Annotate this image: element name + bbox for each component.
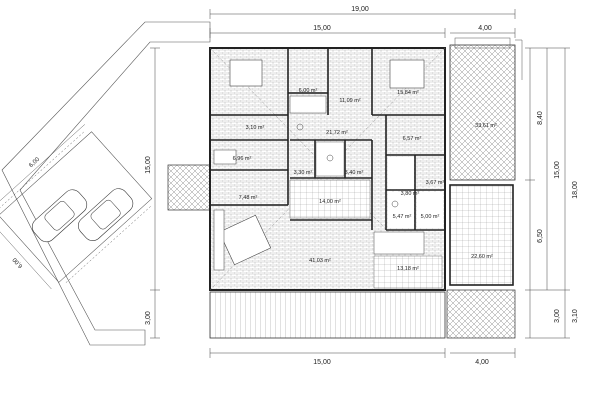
parking-area: 6,00 6,00 bbox=[0, 21, 211, 346]
toilet-icon bbox=[391, 200, 399, 208]
sink-icon bbox=[296, 123, 304, 131]
dim-left-terrace: 3,00 bbox=[145, 311, 152, 325]
dim-right-inner-bottom: 6,50 bbox=[537, 229, 544, 243]
toilet-icon bbox=[326, 154, 334, 162]
terrace bbox=[209, 289, 516, 339]
parking-pad bbox=[0, 131, 153, 283]
dim-top-annex: 4,00 bbox=[478, 25, 492, 32]
dimension-labels: 19,00 15,00 4,00 15,00 4,00 15,00 3,00 8… bbox=[145, 6, 579, 366]
room-area-label: 5,00 m² bbox=[421, 214, 440, 220]
dim-right-mid-total: 15,00 bbox=[554, 161, 561, 179]
dim-right-outer-total: 18,00 bbox=[572, 181, 579, 199]
room-area-label: 15,84 m² bbox=[397, 90, 419, 96]
parking-width-label: 6,00 bbox=[28, 156, 41, 169]
room-area-label: 22,60 m² bbox=[471, 254, 493, 260]
dim-right-terrace-a: 3,00 bbox=[554, 309, 561, 323]
house-block bbox=[209, 47, 446, 291]
dim-top-total: 19,00 bbox=[351, 6, 369, 13]
porch bbox=[167, 164, 211, 211]
annex-carport bbox=[449, 37, 523, 181]
dim-bottom-annex: 4,00 bbox=[475, 359, 489, 366]
room-area-label: 41,03 m² bbox=[309, 258, 331, 264]
annex-room bbox=[449, 184, 514, 286]
kitchen-floor bbox=[373, 255, 443, 289]
room-labels: 15,84 m² 11,09 m² 6,00 m² 3,10 m² 21,72 … bbox=[233, 88, 497, 272]
room-area-label: 21,72 m² bbox=[326, 130, 348, 136]
room-area-label: 6,00 m² bbox=[299, 88, 318, 94]
dim-left-height: 15,00 bbox=[145, 156, 152, 174]
car-icon bbox=[78, 188, 134, 241]
room-area-label: 33,61 m² bbox=[475, 123, 497, 129]
room-area-label: 3,10 m² bbox=[246, 125, 265, 131]
dim-bottom-main: 15,00 bbox=[313, 359, 331, 366]
dimension-lines bbox=[150, 9, 570, 358]
room-area-label: 7,48 m² bbox=[239, 195, 258, 201]
bed-icon bbox=[389, 59, 425, 89]
room-area-label: 6,96 m² bbox=[233, 156, 252, 162]
room-area-label: 3,30 m² bbox=[294, 170, 313, 176]
room-area-label: 3,80 m² bbox=[401, 191, 420, 197]
room-area-label: 6,57 m² bbox=[403, 136, 422, 142]
kitchen-counter bbox=[373, 231, 425, 255]
room-area-label: 13,18 m² bbox=[397, 266, 419, 272]
sofa-icon bbox=[218, 214, 272, 266]
room-area-label: 3,40 m² bbox=[345, 170, 364, 176]
car-icon bbox=[31, 189, 88, 243]
bed-icon bbox=[213, 149, 237, 165]
room-area-label: 5,47 m² bbox=[393, 214, 412, 220]
room-area-label: 14,00 m² bbox=[319, 199, 341, 205]
dim-right-terrace-b: 3,10 bbox=[572, 309, 579, 323]
bed-icon bbox=[229, 59, 263, 87]
room-area-label: 11,09 m² bbox=[339, 98, 360, 104]
dim-top-main: 15,00 bbox=[313, 25, 331, 32]
room-area-label: 3,67 m² bbox=[426, 180, 445, 186]
dim-right-inner-top: 8,40 bbox=[537, 111, 544, 125]
parking-depth-label: 6,00 bbox=[12, 256, 25, 269]
shelf-icon bbox=[213, 209, 225, 271]
